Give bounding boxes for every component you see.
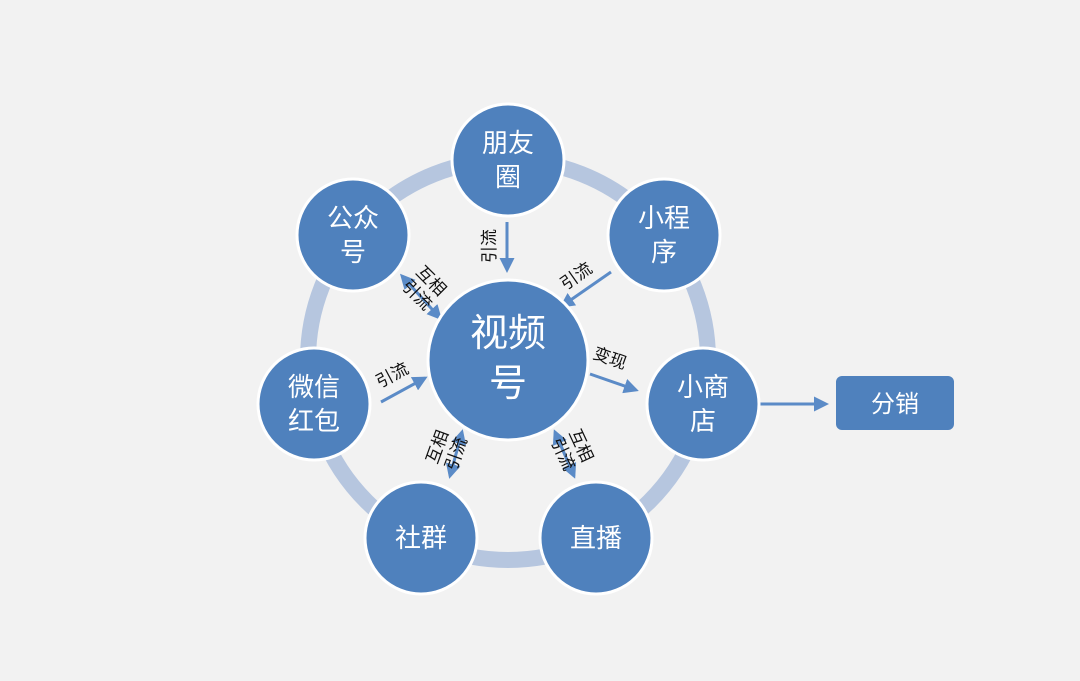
node-label: 社群 [395,524,447,554]
arrow-official-account [399,273,443,321]
edge-label-official-account: 互相 引流 [397,262,449,314]
distribution-label: 分销 [871,390,919,418]
node-circle [538,480,654,596]
node-label: 红包 [288,407,340,437]
node-label: 小商 [677,373,729,403]
distribution-box[interactable]: 分销 [836,376,954,430]
edge-label-community: 互相 引流 [423,428,472,474]
node-community[interactable]: 社群 [363,480,479,596]
edge-label-line: 引流 [480,229,500,263]
node-label: 小程 [638,204,690,234]
edge-label-mini-program: 引流 [557,259,596,295]
node-label: 序 [651,238,677,268]
node-label: 公众 [327,204,379,234]
node-live[interactable]: 直播 [538,480,654,596]
distribution-rect [836,376,954,430]
node-label: 号 [489,361,527,405]
edge-label-live: 互相 引流 [546,426,597,474]
node-label: 视频 [470,311,546,355]
node-circle [295,177,411,293]
node-label: 号 [340,238,366,268]
node-official-account[interactable]: 公众 号 [295,177,411,293]
arrow-mini-program [559,270,612,308]
arrow-community [445,429,467,479]
node-circle [645,346,761,462]
node-label: 店 [690,407,716,437]
node-label: 朋友 [482,129,534,159]
node-circle [363,480,479,596]
edge-label-line: 变现 [590,344,629,374]
arrow-red-packet [380,376,428,404]
node-label: 直播 [570,524,622,554]
edge-label-shop: 变现 [590,344,629,374]
edge-label-moments: 引流 [480,229,500,263]
arrow-live [552,429,577,479]
node-red-packet[interactable]: 微信 红包 [256,346,372,462]
node-circle [256,346,372,462]
node-shop[interactable]: 小商 店 [645,346,761,462]
node-label: 微信 [288,373,340,403]
node-circle [426,278,590,442]
node-mini-program[interactable]: 小程 序 [606,177,722,293]
node-circle [606,177,722,293]
node-center[interactable]: 视频 号 [426,278,590,442]
node-moments[interactable]: 朋友 圈 [450,102,566,218]
edge-label-line: 引流 [557,259,596,295]
arrow-shop [589,372,639,394]
node-label: 圈 [495,163,521,193]
node-circle [450,102,566,218]
